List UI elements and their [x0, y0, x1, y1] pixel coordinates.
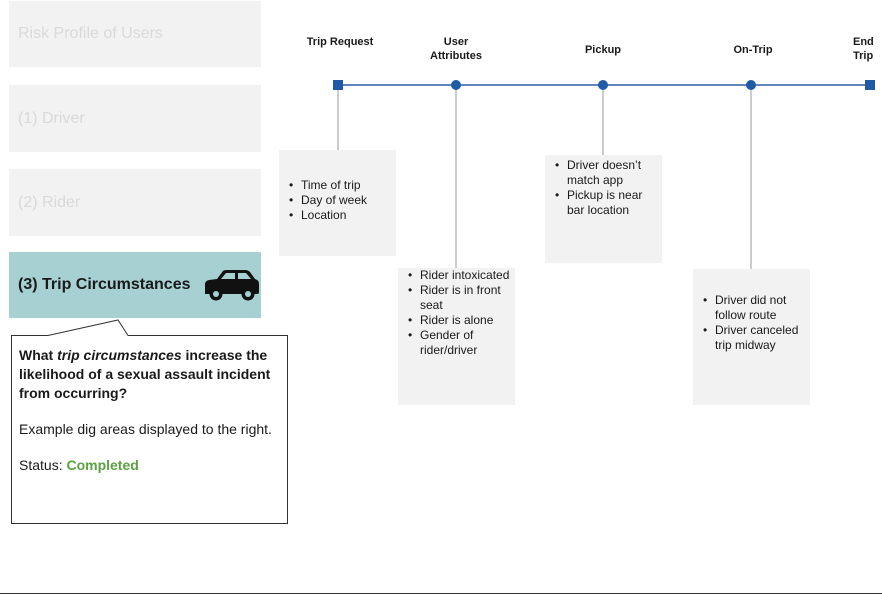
- nav-item-driver[interactable]: (1) Driver: [9, 85, 261, 152]
- bottom-divider: [0, 593, 882, 594]
- stage-label: Pickup: [584, 44, 622, 56]
- marker-square: [333, 80, 343, 90]
- stage-label: User Attributes: [430, 36, 482, 62]
- marker-dot: [598, 80, 608, 90]
- nav-item-label: (2) Rider: [18, 193, 81, 211]
- list-item: Gender of rider/driver: [402, 328, 511, 358]
- list-item: Location: [283, 208, 392, 223]
- callout: What trip circumstances increase the lik…: [11, 335, 287, 523]
- stage-label: On-Trip: [733, 44, 773, 56]
- dig-area-on-trip: Driver did not follow route Driver cance…: [693, 269, 810, 405]
- status-badge: Completed: [66, 457, 139, 473]
- stage-label: Trip Request: [306, 36, 374, 48]
- nav-item-trip-circumstances[interactable]: (3) Trip Circumstances: [9, 252, 261, 318]
- list-item: Pickup is near bar location: [549, 188, 658, 218]
- callout-example: Example dig areas displayed to the right…: [19, 421, 272, 437]
- callout-question: What trip circumstances increase the lik…: [19, 347, 271, 401]
- marker-dot: [746, 80, 756, 90]
- nav-item-label: (3) Trip Circumstances: [18, 276, 191, 293]
- list-item: Driver canceled trip midway: [697, 323, 806, 353]
- list-item: Driver doesn’t match app: [549, 158, 658, 188]
- stage-label: End Trip: [853, 36, 874, 62]
- list-item: Time of trip: [283, 178, 392, 193]
- dig-area-user-attributes: Rider intoxicated Rider is in front seat…: [398, 268, 515, 405]
- callout-status: Status: Completed: [19, 457, 139, 473]
- nav-item-risk-profile[interactable]: Risk Profile of Users: [9, 1, 261, 67]
- list-item: Day of week: [283, 193, 392, 208]
- nav-item-label: Risk Profile of Users: [18, 25, 163, 42]
- nav-item-label: (1) Driver: [18, 109, 85, 127]
- marker-square: [865, 80, 875, 90]
- list-item: Rider intoxicated: [402, 268, 511, 283]
- marker-dot: [451, 80, 461, 90]
- list-item: Driver did not follow route: [697, 293, 806, 323]
- list-item: Rider is in front seat: [402, 283, 511, 313]
- dig-area-pickup: Driver doesn’t match app Pickup is near …: [545, 155, 662, 263]
- nav-item-rider[interactable]: (2) Rider: [9, 169, 261, 236]
- dig-area-trip-request: Time of trip Day of week Location: [279, 150, 396, 256]
- list-item: Rider is alone: [402, 313, 511, 328]
- car-icon: [204, 270, 259, 301]
